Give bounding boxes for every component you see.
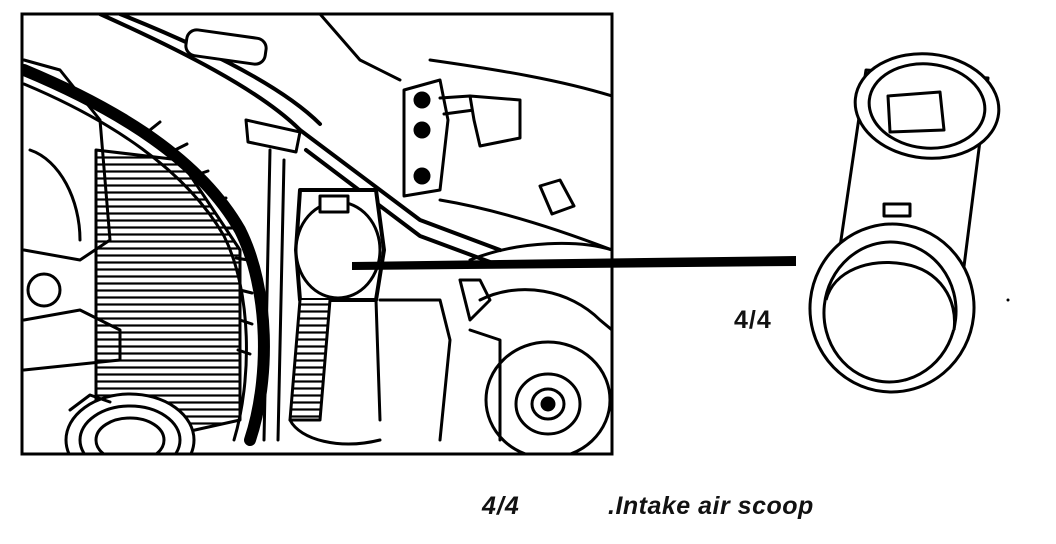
intake-scoop-installed xyxy=(288,188,386,422)
mounting-bracket xyxy=(402,78,476,198)
intake-scoop-detail xyxy=(808,52,1001,394)
caption-text: .Intake air scoop xyxy=(608,492,814,520)
round-fitting xyxy=(484,340,612,454)
speck xyxy=(1006,298,1010,302)
illustration-frame xyxy=(20,12,614,456)
pulley xyxy=(64,392,196,454)
callout-label: 4/4 xyxy=(734,306,772,334)
drive-belt xyxy=(22,64,270,446)
caption-number: 4/4 xyxy=(482,492,520,520)
engine-bay-illustration xyxy=(22,14,612,454)
leader-line xyxy=(352,256,796,270)
